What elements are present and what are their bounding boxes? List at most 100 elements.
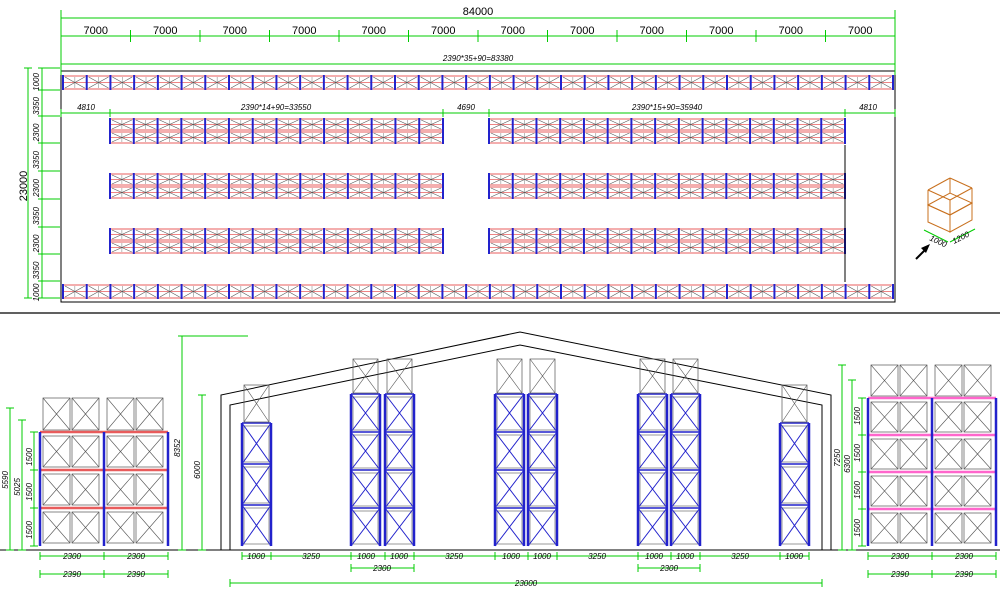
pallet-cross xyxy=(71,511,100,544)
pallet-cross xyxy=(870,364,899,397)
left-double-row-front xyxy=(109,228,444,241)
left-bay-label: 2300 xyxy=(126,552,145,561)
pallet-load xyxy=(106,435,135,468)
pallet-cross xyxy=(899,438,928,470)
depth-dim-label: 1000 xyxy=(676,552,694,561)
pallet-cross xyxy=(934,438,963,470)
left-level-label: 1500 xyxy=(25,448,34,466)
row-dim-label: 2300 xyxy=(32,179,41,198)
pallet-load xyxy=(42,435,71,468)
brace xyxy=(350,393,381,433)
pallet-load xyxy=(135,511,164,544)
right-double-row-front xyxy=(488,228,846,241)
pallet-load xyxy=(529,510,556,545)
brace xyxy=(384,431,415,471)
section-single-rack-right xyxy=(778,384,811,547)
pallet-load xyxy=(963,512,992,544)
pallet-cross xyxy=(352,358,379,394)
pallet-cross xyxy=(42,473,71,506)
pallet-load xyxy=(672,434,699,469)
pallet-load-top xyxy=(243,384,270,423)
pallet-load xyxy=(934,438,963,470)
pallet-cross xyxy=(963,438,992,470)
pallet-cross xyxy=(135,511,164,544)
left-rack-elevation xyxy=(38,397,170,546)
total-width-label: 23000 xyxy=(18,171,30,202)
brace xyxy=(670,469,701,509)
left-double-row-back xyxy=(109,131,444,144)
pair-dim-label: 2300 xyxy=(372,564,391,573)
brace xyxy=(527,431,558,471)
pallet-load xyxy=(106,473,135,506)
pallet-cross xyxy=(42,397,71,431)
depth-dim-label: 3250 xyxy=(731,552,749,561)
brace xyxy=(779,422,810,465)
brace xyxy=(384,507,415,547)
pallet-cross xyxy=(106,511,135,544)
pallet-cross xyxy=(870,512,899,544)
top-row-formula: 2390*35+90=83380 xyxy=(442,54,514,63)
pallet-load xyxy=(352,396,379,431)
pallet-cross xyxy=(496,358,523,394)
pallet-cross xyxy=(963,401,992,433)
right-level-label: 1500 xyxy=(853,444,862,462)
brace xyxy=(241,422,272,465)
pallet-load xyxy=(934,401,963,433)
pallet-cross xyxy=(870,438,899,470)
pallet-load xyxy=(963,438,992,470)
pallet-cross xyxy=(899,512,928,544)
pallet-cross xyxy=(934,512,963,544)
pallet-cross xyxy=(963,512,992,544)
depth-dim-label: 1000 xyxy=(533,552,551,561)
section-double-rack-3a xyxy=(636,358,669,547)
right-pitch-label: 2390 xyxy=(890,570,909,579)
pallet-cross xyxy=(639,358,666,394)
pallet-load xyxy=(529,396,556,431)
pallet-cross xyxy=(106,435,135,468)
right-height-6300-label: 6300 xyxy=(843,455,852,473)
pallet-load-top xyxy=(352,358,379,394)
pallet-load xyxy=(496,472,523,507)
pallet-cross xyxy=(899,475,928,507)
pallet-load xyxy=(639,510,666,545)
row-dim-label: 2300 xyxy=(32,234,41,253)
bay-width-label: 7000 xyxy=(709,25,733,37)
depth-dim-label: 1000 xyxy=(785,552,803,561)
depth-dim-label: 1000 xyxy=(645,552,663,561)
arrow-icon xyxy=(915,244,930,260)
pallet-load xyxy=(870,475,899,507)
section-double-rack-2b xyxy=(526,358,559,547)
pallet-load xyxy=(42,473,71,506)
pallet-load xyxy=(672,396,699,431)
left-rack xyxy=(38,397,170,546)
section-total-label: 23000 xyxy=(514,579,538,588)
brace xyxy=(637,431,668,471)
right-rack-elevation xyxy=(866,364,998,546)
pallet-cross xyxy=(781,384,808,423)
brace xyxy=(670,431,701,471)
right-bay-label: 2300 xyxy=(954,552,973,561)
pallet-load-top xyxy=(781,384,808,423)
clear-height-label: 8352 xyxy=(173,439,182,457)
pallet-load xyxy=(899,475,928,507)
pallet-load xyxy=(781,425,808,463)
pallet-cross xyxy=(71,435,100,468)
row-dim-label: 1000 xyxy=(32,283,41,301)
right-pitch-label: 2390 xyxy=(954,570,973,579)
building-cross-section xyxy=(220,331,832,550)
pallet-cross xyxy=(135,435,164,468)
pallet-load xyxy=(243,507,270,545)
pallet-load xyxy=(386,434,413,469)
left-height-5590-label: 5590 xyxy=(1,471,10,489)
left-double-row-back xyxy=(109,241,444,254)
top-single-row xyxy=(62,75,894,90)
left-pitch-label: 2390 xyxy=(62,570,81,579)
pallet-load xyxy=(672,472,699,507)
brace xyxy=(494,393,525,433)
pallet-cross xyxy=(135,473,164,506)
pallet-load xyxy=(529,434,556,469)
bay-width-label: 7000 xyxy=(362,25,386,37)
brace xyxy=(670,507,701,547)
